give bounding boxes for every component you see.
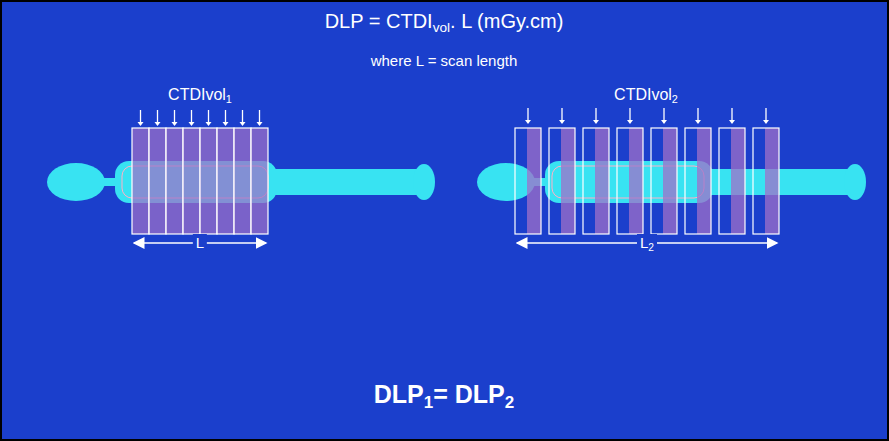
scan-slice xyxy=(217,128,234,234)
beam-arrow xyxy=(157,110,158,123)
subscript: 1 xyxy=(424,393,433,412)
beam-arrow xyxy=(174,110,175,123)
beam-arrowhead xyxy=(189,122,195,126)
label-text: DLP = CTDI xyxy=(325,10,433,32)
subscript: 1 xyxy=(226,93,232,105)
subscript: 2 xyxy=(648,242,654,253)
label-text: DLP xyxy=(374,380,424,408)
scan-slice xyxy=(663,128,677,234)
beam-arrow xyxy=(663,108,664,121)
label-patch: L xyxy=(193,234,207,251)
beam-arrowhead xyxy=(763,120,769,124)
slice-outline xyxy=(617,128,643,234)
label-patch: L2 xyxy=(637,234,657,251)
ctdi-label: CTDIvol2 xyxy=(614,86,678,106)
scan-slices-left xyxy=(132,128,268,234)
slice-outline xyxy=(651,128,677,234)
beam-arrowhead xyxy=(525,120,531,124)
beam-arrowhead xyxy=(155,122,161,126)
label-text: CTDIvol xyxy=(168,86,226,103)
slice-outline xyxy=(549,128,575,234)
slice-outline xyxy=(583,128,609,234)
subscript: vol xyxy=(433,20,450,35)
scan-slice xyxy=(765,128,779,234)
beam-arrowhead xyxy=(257,122,263,126)
scan-slice xyxy=(166,128,183,234)
slice-outline xyxy=(753,128,779,234)
label-text: L xyxy=(196,234,204,251)
scan-slice xyxy=(629,128,643,234)
scan-slice xyxy=(527,128,541,234)
label-text: L xyxy=(640,234,648,251)
scan-slice xyxy=(561,128,575,234)
beam-arrow xyxy=(191,110,192,123)
beam-arrow xyxy=(527,108,528,121)
slice-outline xyxy=(515,128,541,234)
label-text: CTDIvol xyxy=(614,86,672,103)
slice-outline xyxy=(719,128,745,234)
equation: DLP1= DLP2 xyxy=(374,380,514,413)
beam-arrow xyxy=(208,110,209,123)
length-label: L xyxy=(193,234,207,251)
beam-arrow xyxy=(595,108,596,121)
scan-slice xyxy=(149,128,166,234)
beam-arrowhead xyxy=(223,122,229,126)
subscript: 2 xyxy=(672,93,678,105)
length-label: L2 xyxy=(637,234,657,254)
beam-arrowhead xyxy=(593,120,599,124)
beam-arrow xyxy=(561,108,562,121)
scan-slice xyxy=(697,128,711,234)
subscript: 2 xyxy=(505,393,514,412)
beam-arrow xyxy=(242,110,243,123)
scan-slice xyxy=(200,128,217,234)
beam-arrowhead xyxy=(172,122,178,126)
scan-slice xyxy=(234,128,251,234)
ctdi-label: CTDIvol1 xyxy=(168,86,232,106)
beam-arrowhead xyxy=(138,122,144,126)
slice-outline xyxy=(685,128,711,234)
beam-arrowhead xyxy=(206,122,212,126)
label-text: = DLP xyxy=(433,380,505,408)
beam-arrow xyxy=(765,108,766,121)
beam-arrowhead xyxy=(627,120,633,124)
beam-arrows-left xyxy=(138,110,263,126)
beam-arrowhead xyxy=(661,120,667,124)
scan-slices-right xyxy=(515,128,779,234)
beam-arrow xyxy=(140,110,141,123)
label-text: where L = scan length xyxy=(371,52,518,69)
scan-slice xyxy=(731,128,745,234)
beam-arrow xyxy=(697,108,698,121)
scan-slice xyxy=(251,128,268,234)
scan-slice xyxy=(183,128,200,234)
beam-arrow xyxy=(225,110,226,123)
beam-arrow xyxy=(731,108,732,121)
beam-arrowhead xyxy=(695,120,701,124)
label-text: . L (mGy.cm) xyxy=(450,10,563,32)
beam-arrowhead xyxy=(559,120,565,124)
scan-slice xyxy=(132,128,149,234)
scan-slice xyxy=(595,128,609,234)
definition-note: where L = scan length xyxy=(371,52,518,69)
beam-arrow xyxy=(629,108,630,121)
formula: DLP = CTDIvol. L (mGy.cm) xyxy=(325,10,564,36)
beam-arrows-right xyxy=(525,108,769,124)
beam-arrow xyxy=(259,110,260,123)
beam-arrowhead xyxy=(240,122,246,126)
beam-arrowhead xyxy=(729,120,735,124)
